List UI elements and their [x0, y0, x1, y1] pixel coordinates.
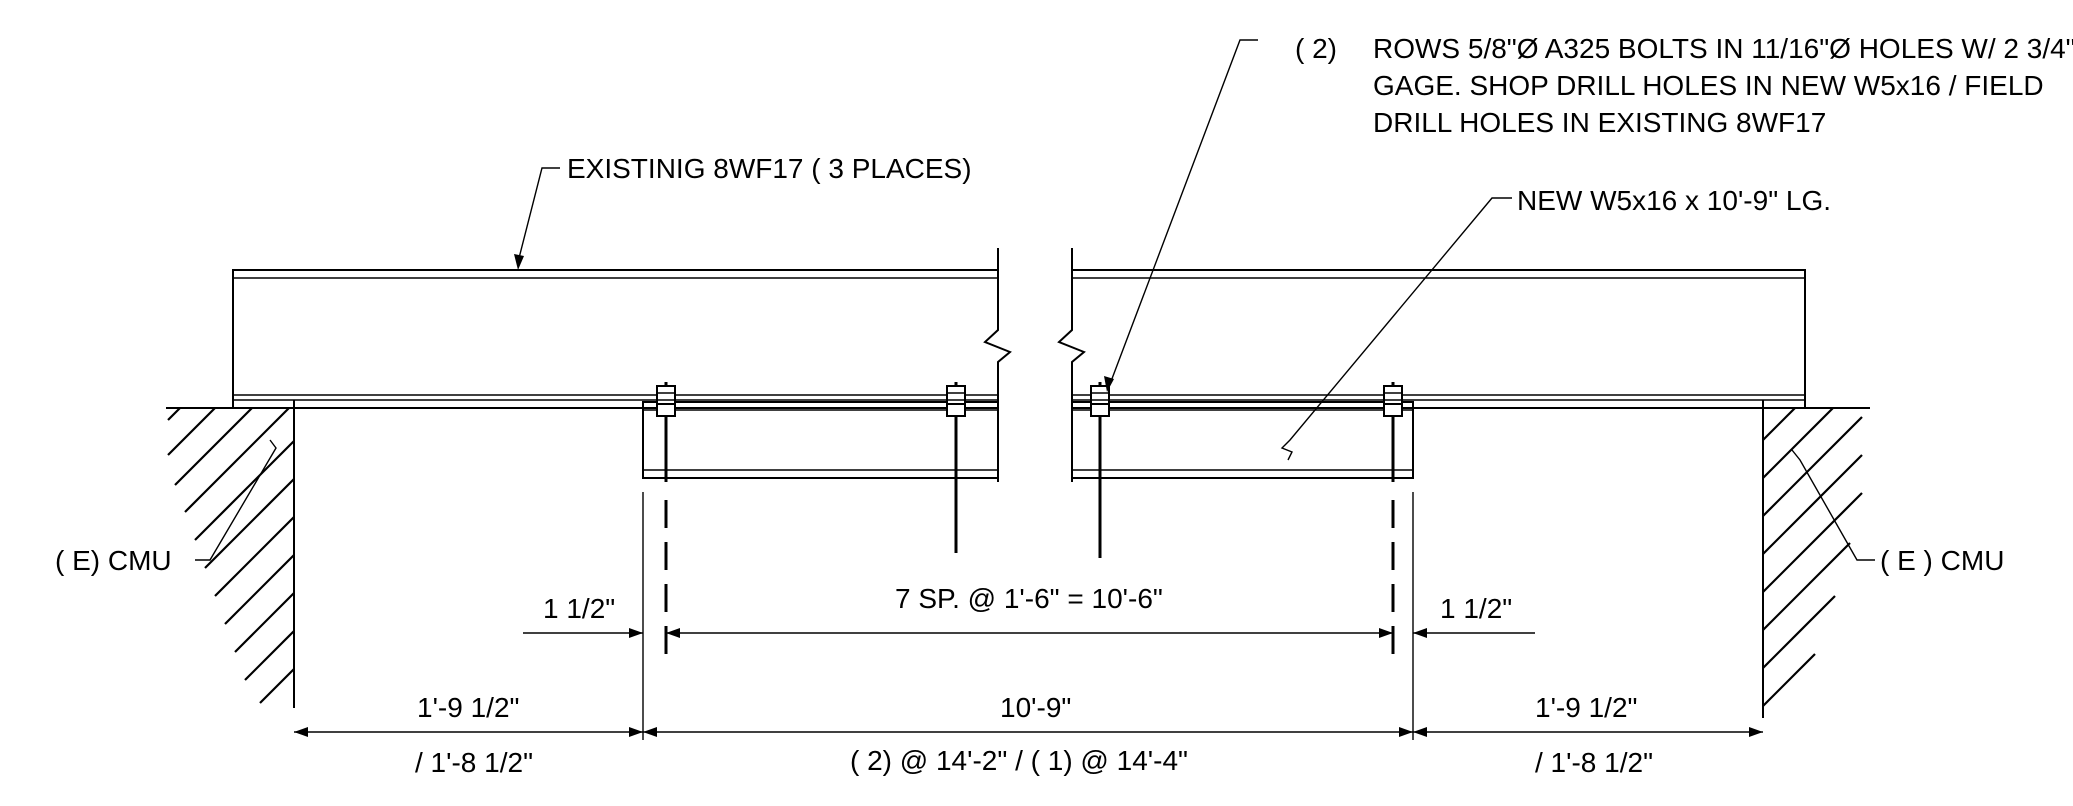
bolt-3 — [1090, 382, 1110, 558]
cmu-right-label: ( E ) CMU — [1880, 545, 2004, 576]
bolt-spacing-label: 7 SP. @ 1'-6" = 10'-6" — [895, 583, 1163, 614]
cmu-wall-left — [167, 400, 295, 708]
center-length-alt-label: ( 2) @ 14'-2" / ( 1) @ 14'-4" — [850, 745, 1188, 776]
new-beam-right — [1072, 401, 1414, 479]
bolts-note-line-2: GAGE. SHOP DRILL HOLES IN NEW W5x16 / FI… — [1373, 70, 2044, 101]
dimension-line-upper — [523, 628, 1535, 638]
cmu-wall-right — [1762, 400, 1863, 718]
bolts-note-line-1: ROWS 5/8"Ø A325 BOLTS IN 11/16"Ø HOLES W… — [1373, 33, 2073, 64]
end-length-left-alt-label: / 1'-8 1/2" — [415, 747, 533, 778]
end-length-left-label: 1'-9 1/2" — [417, 692, 519, 723]
new-beam-left — [642, 401, 998, 479]
end-length-right-label: 1'-9 1/2" — [1535, 692, 1637, 723]
edge-distance-right-label: 1 1/2" — [1440, 593, 1512, 624]
existing-beam-right — [1072, 269, 1806, 409]
existing-beam-label: EXISTINIG 8WF17 ( 3 PLACES) — [567, 153, 972, 184]
leader-new-beam — [1280, 197, 1512, 461]
bolt-2 — [946, 382, 966, 553]
dimension-line-lower — [294, 727, 1763, 737]
break-line-left — [983, 248, 1012, 482]
leader-cmu-right — [1791, 449, 1875, 561]
new-beam-label: NEW W5x16 x 10'-9" LG. — [1517, 185, 1831, 216]
cmu-left-label: ( E) CMU — [55, 545, 172, 576]
edge-distance-left-label: 1 1/2" — [543, 593, 615, 624]
leader-cmu-left — [195, 439, 277, 561]
bolt-1 — [656, 382, 676, 482]
bolt-4 — [1383, 382, 1403, 482]
leader-bolts — [1104, 39, 1258, 392]
end-length-right-alt-label: / 1'-8 1/2" — [1535, 747, 1653, 778]
bolts-note-line-3: DRILL HOLES IN EXISTING 8WF17 — [1373, 107, 1826, 138]
bolts-count-label: ( 2) — [1295, 33, 1337, 64]
leader-existing-beam — [514, 167, 560, 270]
break-line-right — [1057, 248, 1086, 482]
center-length-label: 10'-9" — [1000, 692, 1071, 723]
existing-beam-left — [232, 269, 998, 409]
